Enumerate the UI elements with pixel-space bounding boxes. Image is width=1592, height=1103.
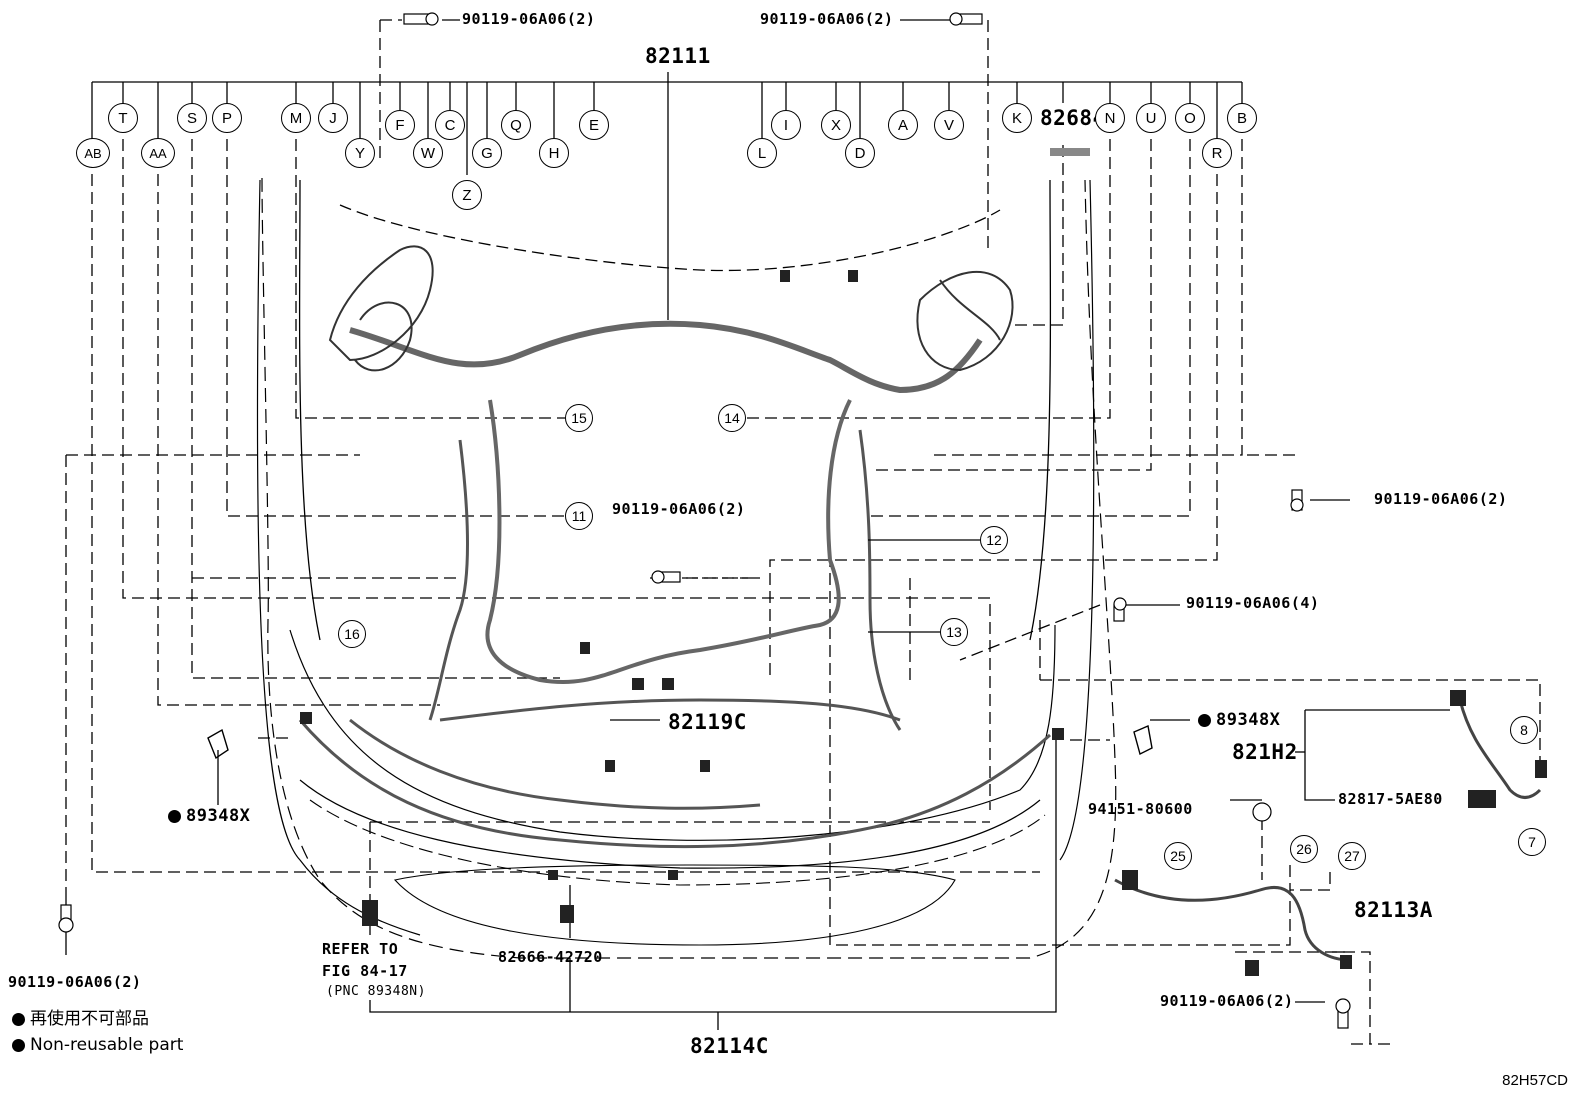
callout-E: E xyxy=(579,110,609,140)
non-reusable-dot-icon xyxy=(1198,713,1211,727)
callout-14: 14 xyxy=(718,404,746,432)
part-82684-label: 82684 xyxy=(1040,106,1106,130)
bolt-note-2: 90119-06A06(2) xyxy=(760,10,894,28)
drawing-code: 82H57CD xyxy=(1502,1072,1568,1089)
bolt-note-6: 90119-06A06(2) xyxy=(8,973,142,991)
callout-8: 8 xyxy=(1510,716,1538,744)
part-89348x-right: 89348X xyxy=(1198,710,1280,730)
callout-D: D xyxy=(845,138,875,168)
legend-row-en: Non-reusable part xyxy=(12,1032,183,1058)
main-harness-label: 82111 xyxy=(645,44,711,68)
callout-12: 12 xyxy=(980,526,1008,554)
callout-13: 13 xyxy=(940,618,968,646)
non-reusable-dot-icon xyxy=(12,1038,25,1052)
legend-en-text: Non-reusable part xyxy=(30,1035,184,1055)
bolt-note-3: 90119-06A06(2) xyxy=(1374,490,1508,508)
callout-H: H xyxy=(539,138,569,168)
refer-line2: FIG 84-17 xyxy=(322,962,408,980)
part-89348x-right-text: 89348X xyxy=(1216,710,1281,730)
bolt-note-5: 90119-06A06(4) xyxy=(1186,594,1320,612)
callout-11: 11 xyxy=(565,502,593,530)
callout-R: R xyxy=(1202,138,1232,168)
callout-N: N xyxy=(1095,103,1125,133)
callout-Y: Y xyxy=(345,138,375,168)
callout-T: T xyxy=(108,103,138,133)
callout-Q: Q xyxy=(501,110,531,140)
callout-26: 26 xyxy=(1290,835,1318,863)
callout-AB: AB xyxy=(76,138,110,168)
callout-O: O xyxy=(1175,103,1205,133)
callout-V: V xyxy=(934,110,964,140)
callout-G: G xyxy=(472,138,502,168)
callout-25: 25 xyxy=(1164,842,1192,870)
refer-line1: REFER TO xyxy=(322,940,399,958)
part-821h2-label: 821H2 xyxy=(1232,740,1298,764)
callout-M: M xyxy=(281,103,311,133)
bolt-note-1: 90119-06A06(2) xyxy=(462,10,596,28)
legend-jp-text: 再使用不可部品 xyxy=(30,1009,149,1029)
callout-Z: Z xyxy=(452,180,482,210)
part-89348x-left: 89348X xyxy=(168,806,250,826)
callout-W: W xyxy=(413,138,443,168)
non-reusable-dot-icon xyxy=(12,1012,25,1026)
front-harness-label: 82114C xyxy=(690,1034,769,1058)
callout-15: 15 xyxy=(565,404,593,432)
callout-27: 27 xyxy=(1338,842,1366,870)
part-94151-label: 94151-80600 xyxy=(1088,800,1193,818)
callout-K: K xyxy=(1002,103,1032,133)
refer-line3: (PNC 89348N) xyxy=(326,984,426,999)
callout-L: L xyxy=(747,138,777,168)
callout-AA: AA xyxy=(141,138,175,168)
part-82666-label: 82666-42720 xyxy=(498,948,603,966)
legend: 再使用不可部品 Non-reusable part xyxy=(12,1006,183,1058)
callout-U: U xyxy=(1136,103,1166,133)
bolt-note-7: 90119-06A06(2) xyxy=(1160,992,1294,1010)
callout-J: J xyxy=(318,103,348,133)
callout-16: 16 xyxy=(338,620,366,648)
part-89348x-left-text: 89348X xyxy=(186,806,251,826)
callout-A: A xyxy=(888,110,918,140)
callout-X: X xyxy=(821,110,851,140)
legend-row-jp: 再使用不可部品 xyxy=(12,1006,183,1032)
callout-F: F xyxy=(385,110,415,140)
callout-7: 7 xyxy=(1518,828,1546,856)
callout-C: C xyxy=(435,110,465,140)
callout-P: P xyxy=(212,103,242,133)
non-reusable-dot-icon xyxy=(168,809,181,823)
part-82113a-label: 82113A xyxy=(1354,898,1433,922)
center-harness-label: 82119C xyxy=(668,710,747,734)
leader-lines xyxy=(91,82,1243,175)
callout-S: S xyxy=(177,103,207,133)
part-82817-label: 82817-5AE80 xyxy=(1338,790,1443,808)
callout-I: I xyxy=(771,110,801,140)
callout-B: B xyxy=(1227,103,1257,133)
bolt-note-4: 90119-06A06(2) xyxy=(612,500,746,518)
